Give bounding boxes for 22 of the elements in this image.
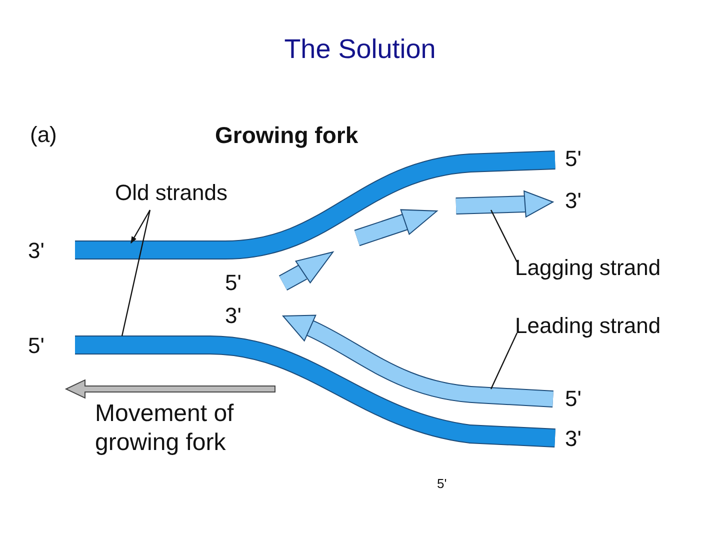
dna-strand — [75, 150, 556, 260]
title: The Solution — [283, 34, 437, 65]
end-label: 3' — [565, 426, 582, 452]
end-label: 3' — [28, 238, 44, 264]
leader-line — [130, 210, 151, 244]
leader-line — [490, 332, 518, 390]
strand-label: Lagging strand — [515, 255, 661, 282]
end-label: 5' — [437, 476, 447, 492]
dna-strand — [456, 190, 554, 218]
panel-label: (a) — [30, 122, 57, 148]
strand-label: Leading strand — [515, 313, 661, 340]
end-label: 3' — [565, 188, 582, 214]
leader-line — [490, 210, 518, 262]
end-label: 5' — [565, 146, 582, 172]
end-label: 5' — [565, 386, 582, 412]
end-label: 5' — [28, 333, 44, 360]
heading: Growing fork — [215, 122, 358, 150]
end-label: 3' — [225, 303, 242, 330]
caption-text: Movement of growing fork — [95, 400, 235, 458]
end-label: 5' — [225, 270, 242, 296]
leader-line — [121, 210, 151, 336]
strand-label: Old strands — [115, 180, 228, 206]
